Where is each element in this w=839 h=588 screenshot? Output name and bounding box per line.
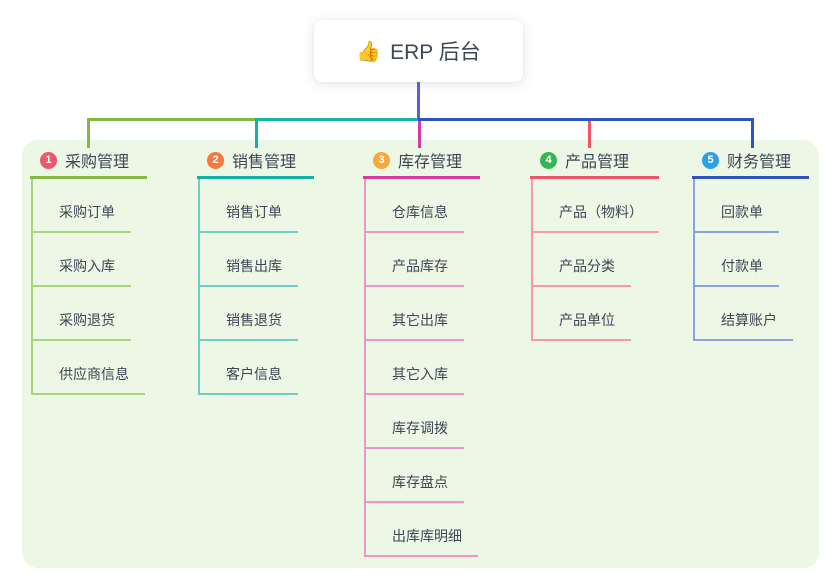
- branch-column-3: 3 库存管理仓库信息产品库存其它出库其它入库库存调拨库存盘点出库库明细: [363, 150, 480, 557]
- rail-connector-mid: [255, 118, 418, 121]
- child-item-label: 销售订单: [226, 204, 282, 220]
- branch-number-badge: 4: [540, 151, 557, 169]
- child-item[interactable]: 销售订单: [200, 179, 298, 233]
- child-item[interactable]: 产品单位: [533, 287, 631, 341]
- branch-title: 销售管理: [232, 154, 297, 171]
- branch-header-4[interactable]: 4 产品管理: [530, 150, 659, 179]
- branch-column-1: 1 采购管理采购订单采购入库采购退货供应商信息: [30, 150, 147, 395]
- child-item-label: 采购订单: [59, 204, 115, 220]
- child-item-label: 结算账户: [721, 312, 777, 328]
- child-item-label: 采购入库: [59, 258, 115, 274]
- branch-drop-connector-5: [751, 121, 754, 148]
- child-item[interactable]: 采购订单: [33, 179, 131, 233]
- branch-number-badge: 1: [40, 151, 57, 169]
- branch-drop-connector-1: [87, 121, 90, 148]
- child-item[interactable]: 采购入库: [33, 233, 131, 287]
- root-stem-connector: [417, 82, 420, 121]
- child-item-label: 采购退货: [59, 312, 115, 328]
- child-item[interactable]: 库存调拨: [366, 395, 464, 449]
- branch-drop-connector-3: [418, 121, 421, 148]
- child-item-label: 其它出库: [392, 312, 448, 328]
- branch-column-4: 4 产品管理产品（物料） 产品分类产品单位: [530, 150, 659, 341]
- branch-children-list: 回款单付款单结算账户: [693, 179, 809, 341]
- child-item[interactable]: 库存盘点: [366, 449, 464, 503]
- child-item-label: 付款单: [721, 258, 763, 274]
- child-item-label: 出库库明细: [392, 528, 462, 544]
- branch-children-list: 仓库信息产品库存其它出库其它入库库存调拨库存盘点出库库明细: [364, 179, 480, 557]
- child-item-label: 产品单位: [559, 312, 615, 328]
- branch-number-badge: 3: [373, 151, 390, 169]
- branch-number-badge: 2: [207, 151, 224, 169]
- branch-header-3[interactable]: 3 库存管理: [363, 150, 480, 179]
- branch-column-5: 5 财务管理回款单付款单结算账户: [692, 150, 809, 341]
- root-node[interactable]: 👍 ERP 后台: [314, 20, 523, 82]
- child-item[interactable]: 供应商信息: [33, 341, 145, 395]
- branch-title: 产品管理: [565, 154, 630, 171]
- child-item[interactable]: 仓库信息: [366, 179, 464, 233]
- child-item[interactable]: 销售退货: [200, 287, 298, 341]
- rail-connector-right: [418, 118, 754, 121]
- branch-header-1[interactable]: 1 采购管理: [30, 150, 147, 179]
- child-item-label: 库存调拨: [392, 420, 448, 436]
- child-item-label: 供应商信息: [59, 366, 129, 382]
- child-item-label: 回款单: [721, 204, 763, 220]
- child-item[interactable]: 客户信息: [200, 341, 298, 395]
- child-item[interactable]: 结算账户: [695, 287, 793, 341]
- child-item[interactable]: 出库库明细: [366, 503, 478, 557]
- child-item[interactable]: 采购退货: [33, 287, 131, 341]
- child-item-label: 客户信息: [226, 366, 282, 382]
- branch-title: 库存管理: [398, 154, 463, 171]
- branch-drop-connector-2: [255, 121, 258, 148]
- child-item[interactable]: 付款单: [695, 233, 779, 287]
- branch-number-badge: 5: [702, 151, 719, 169]
- child-item[interactable]: 其它出库: [366, 287, 464, 341]
- branch-title: 财务管理: [727, 154, 792, 171]
- branch-title: 采购管理: [65, 154, 130, 171]
- child-item[interactable]: 产品（物料）: [533, 179, 659, 233]
- child-item-label: 库存盘点: [392, 474, 448, 490]
- branch-children-list: 销售订单销售出库销售退货客户信息: [198, 179, 314, 395]
- root-node-label: ERP 后台: [390, 41, 481, 64]
- branch-drop-connector-4: [588, 121, 591, 148]
- branch-header-5[interactable]: 5 财务管理: [692, 150, 809, 179]
- child-item-label: 销售出库: [226, 258, 282, 274]
- thumbs-up-icon: 👍: [356, 40, 382, 63]
- child-item-label: 产品分类: [559, 258, 615, 274]
- child-item-label: 销售退货: [226, 312, 282, 328]
- branch-children-list: 采购订单采购入库采购退货供应商信息: [31, 179, 147, 395]
- mindmap-panel: [22, 140, 819, 568]
- child-item-label: 产品（物料）: [559, 204, 643, 220]
- child-item-label: 其它入库: [392, 366, 448, 382]
- child-item[interactable]: 销售出库: [200, 233, 298, 287]
- rail-connector-left: [87, 118, 255, 121]
- child-item-label: 仓库信息: [392, 204, 448, 220]
- branch-column-2: 2 销售管理销售订单销售出库销售退货客户信息: [197, 150, 314, 395]
- child-item[interactable]: 产品库存: [366, 233, 464, 287]
- child-item[interactable]: 回款单: [695, 179, 779, 233]
- branch-children-list: 产品（物料） 产品分类产品单位: [531, 179, 659, 341]
- child-item-label: 产品库存: [392, 258, 448, 274]
- branch-header-2[interactable]: 2 销售管理: [197, 150, 314, 179]
- child-item[interactable]: 产品分类: [533, 233, 631, 287]
- child-item[interactable]: 其它入库: [366, 341, 464, 395]
